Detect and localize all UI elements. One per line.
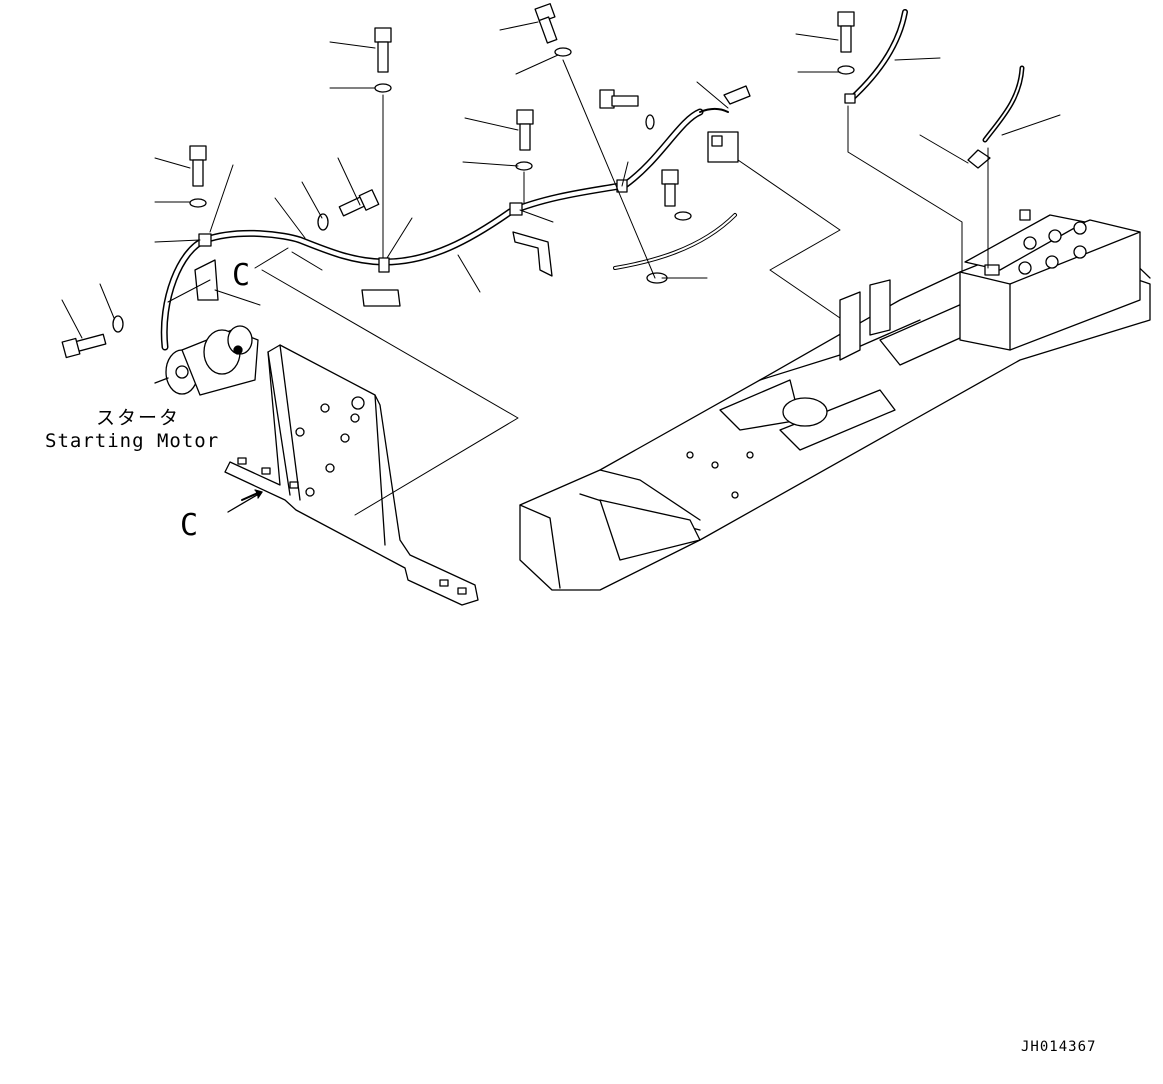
battery-icon bbox=[959, 209, 1141, 351]
view-marker-c-top: C bbox=[232, 258, 251, 293]
bolt-icon bbox=[534, 3, 572, 57]
starting-motor-label-en: Starting Motor bbox=[45, 430, 220, 452]
bolt-icon bbox=[317, 189, 380, 231]
bolt-icon bbox=[189, 145, 207, 208]
clamp-bracket-icon bbox=[194, 231, 553, 307]
bolt-icon bbox=[515, 109, 534, 171]
bolt-icon bbox=[837, 11, 855, 75]
starting-motor-icon bbox=[154, 325, 259, 396]
bolt-icon bbox=[374, 27, 392, 93]
starting-motor-label-jp: スタータ bbox=[96, 407, 181, 429]
leader-lines bbox=[61, 21, 1061, 516]
battery-cable-harness bbox=[160, 108, 729, 351]
bolt-icon bbox=[661, 169, 692, 221]
view-marker-c-bottom: C bbox=[180, 508, 199, 543]
positive-cable bbox=[844, 9, 1025, 169]
drawing-code: JH014367 bbox=[1021, 1039, 1097, 1055]
battery-relay-icon bbox=[707, 85, 751, 163]
bolt-icon bbox=[599, 89, 655, 130]
bolt-icon bbox=[61, 315, 124, 359]
battery-mount-frame bbox=[224, 344, 479, 606]
